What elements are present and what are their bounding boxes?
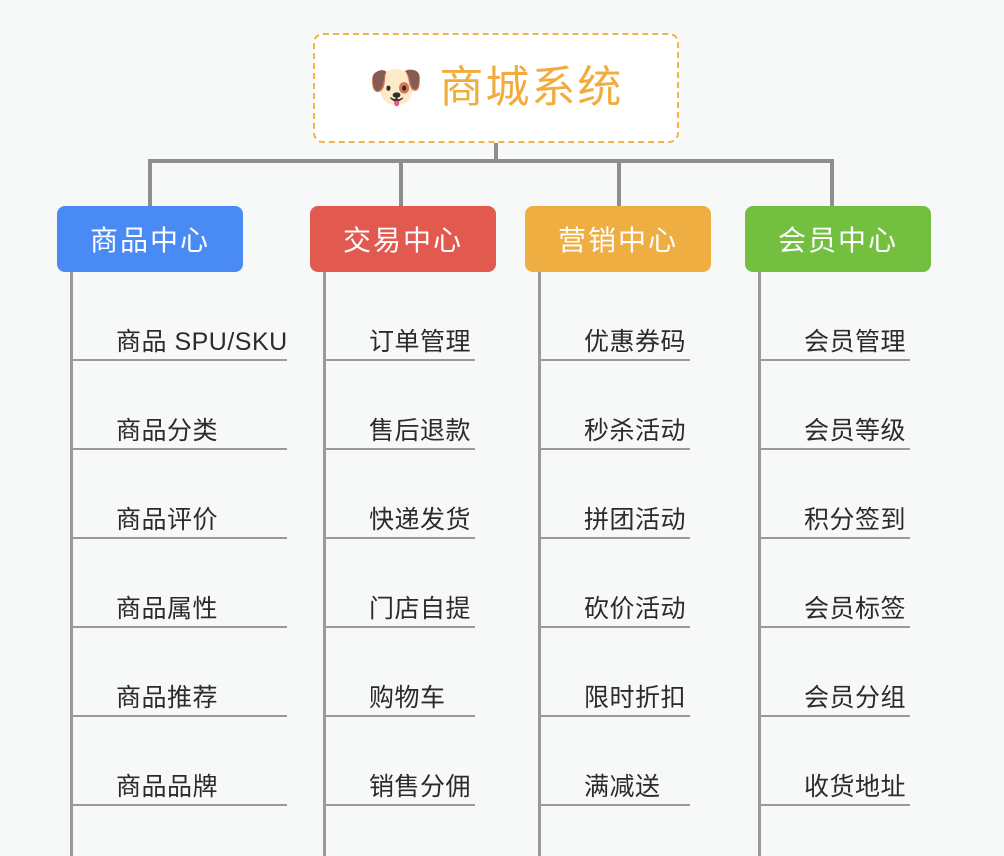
leaf-item[interactable]: 收货地址 xyxy=(758,717,910,806)
leaf-label: 门店自提 xyxy=(369,594,472,623)
leaf-item[interactable]: 会员标签 xyxy=(758,539,910,628)
dog-face-icon: 🐶 xyxy=(368,63,424,112)
leaf-label: 售后退款 xyxy=(369,416,472,445)
leaf-item[interactable]: 秒杀活动 xyxy=(538,361,690,450)
leaf-label: 商品品牌 xyxy=(116,772,219,801)
leaf-item[interactable]: 积分签到 xyxy=(758,450,910,539)
leaf-item[interactable]: 优惠券码 xyxy=(538,272,690,361)
leaf-label: 商品 SPU/SKU xyxy=(116,327,288,356)
connector-spine xyxy=(323,272,326,856)
leaf-label: 商品分类 xyxy=(116,416,219,445)
leaf-item[interactable]: 订单管理 xyxy=(323,272,475,361)
leaf-label: 限时折扣 xyxy=(584,683,687,712)
leaf-label: 收货地址 xyxy=(804,772,907,801)
connector-spine xyxy=(538,272,541,856)
leaf-label: 会员标签 xyxy=(804,594,907,623)
leaf-label: 销售分佣 xyxy=(369,772,472,801)
root-node[interactable]: 🐶 商城系统 xyxy=(313,33,679,143)
connector-drop-member xyxy=(830,159,834,209)
leaf-item[interactable]: 售后退款 xyxy=(323,361,475,450)
connector-drop-trade xyxy=(399,159,403,209)
leaf-label: 拼团活动 xyxy=(584,505,687,534)
leaf-label: 商品属性 xyxy=(116,594,219,623)
leaf-item[interactable]: 会员分组 xyxy=(758,628,910,717)
category-header-marketing[interactable]: 营销中心 xyxy=(525,206,711,272)
leaf-item[interactable]: 商品品牌 xyxy=(70,717,287,806)
leaf-item[interactable]: 快递发货 xyxy=(323,450,475,539)
leaf-label: 购物车 xyxy=(369,683,446,712)
category-header-member[interactable]: 会员中心 xyxy=(745,206,931,272)
leaf-item[interactable]: 商品推荐 xyxy=(70,628,287,717)
connector-spine xyxy=(758,272,761,856)
leaf-item[interactable]: 拼团活动 xyxy=(538,450,690,539)
leaf-list-marketing: 优惠券码 秒杀活动 拼团活动 砍价活动 限时折扣 满减送 xyxy=(525,272,711,856)
category-label: 商品中心 xyxy=(89,225,210,256)
leaf-label: 会员等级 xyxy=(804,416,907,445)
leaf-item[interactable]: 商品分类 xyxy=(70,361,287,450)
leaf-item[interactable]: 砍价活动 xyxy=(538,539,690,628)
category-header-product[interactable]: 商品中心 xyxy=(57,206,243,272)
leaf-item[interactable]: 会员等级 xyxy=(758,361,910,450)
connector-drop-marketing xyxy=(617,159,621,209)
leaf-item[interactable]: 满减送 xyxy=(538,717,690,806)
connector-trunk-bar xyxy=(148,159,834,163)
leaf-item[interactable]: 商品 SPU/SKU xyxy=(70,272,287,361)
branch-product-center: 商品中心 商品 SPU/SKU 商品分类 商品评价 商品属性 商品推荐 商品品牌 xyxy=(57,206,287,856)
page-title: 商城系统 xyxy=(439,63,624,112)
leaf-label: 秒杀活动 xyxy=(584,416,687,445)
leaf-label: 商品评价 xyxy=(116,505,219,534)
leaf-label: 优惠券码 xyxy=(584,327,687,356)
category-label: 交易中心 xyxy=(342,225,463,256)
connector-spine xyxy=(70,272,73,856)
leaf-list-member: 会员管理 会员等级 积分签到 会员标签 会员分组 收货地址 xyxy=(745,272,931,856)
connector-root-stem xyxy=(494,143,498,163)
leaf-label: 商品推荐 xyxy=(116,683,219,712)
leaf-item[interactable]: 商品评价 xyxy=(70,450,287,539)
category-label: 会员中心 xyxy=(777,225,898,256)
branch-member-center: 会员中心 会员管理 会员等级 积分签到 会员标签 会员分组 收货地址 xyxy=(745,206,931,856)
connector-drop-product xyxy=(148,159,152,209)
branch-marketing-center: 营销中心 优惠券码 秒杀活动 拼团活动 砍价活动 限时折扣 满减送 xyxy=(525,206,711,856)
category-label: 营销中心 xyxy=(557,225,678,256)
leaf-item[interactable]: 商品属性 xyxy=(70,539,287,628)
leaf-label: 会员管理 xyxy=(804,327,907,356)
leaf-item[interactable]: 门店自提 xyxy=(323,539,475,628)
leaf-label: 会员分组 xyxy=(804,683,907,712)
leaf-label: 积分签到 xyxy=(804,505,907,534)
leaf-list-product: 商品 SPU/SKU 商品分类 商品评价 商品属性 商品推荐 商品品牌 xyxy=(57,272,287,856)
leaf-item[interactable]: 销售分佣 xyxy=(323,717,475,806)
leaf-label: 砍价活动 xyxy=(584,594,687,623)
leaf-label: 订单管理 xyxy=(369,327,472,356)
leaf-label: 快递发货 xyxy=(369,505,472,534)
category-header-trade[interactable]: 交易中心 xyxy=(310,206,496,272)
leaf-list-trade: 订单管理 售后退款 快递发货 门店自提 购物车 销售分佣 xyxy=(310,272,496,856)
leaf-item[interactable]: 购物车 xyxy=(323,628,475,717)
leaf-item[interactable]: 会员管理 xyxy=(758,272,910,361)
leaf-label: 满减送 xyxy=(584,772,661,801)
branch-trade-center: 交易中心 订单管理 售后退款 快递发货 门店自提 购物车 销售分佣 xyxy=(310,206,496,856)
leaf-item[interactable]: 限时折扣 xyxy=(538,628,690,717)
